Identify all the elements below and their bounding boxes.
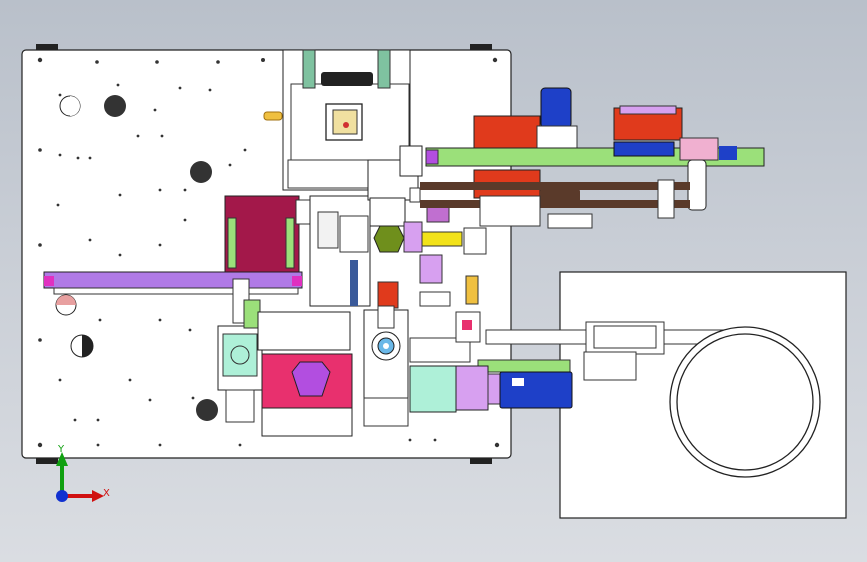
upper-motor-assembly (420, 87, 765, 229)
violet-beam (43, 271, 303, 295)
servo-motor (409, 311, 573, 413)
mounting-holes (37, 57, 500, 448)
x-axis-label: X (103, 488, 110, 499)
central-assembly (309, 145, 487, 309)
feeder-plate (477, 271, 847, 519)
maroon-block (224, 195, 311, 275)
gripper-column (363, 305, 409, 427)
plate-large-holes (55, 95, 218, 421)
lower-stage (217, 278, 353, 437)
y-axis-label: Y (57, 444, 65, 455)
coordinate-triad: Y X (56, 444, 110, 502)
